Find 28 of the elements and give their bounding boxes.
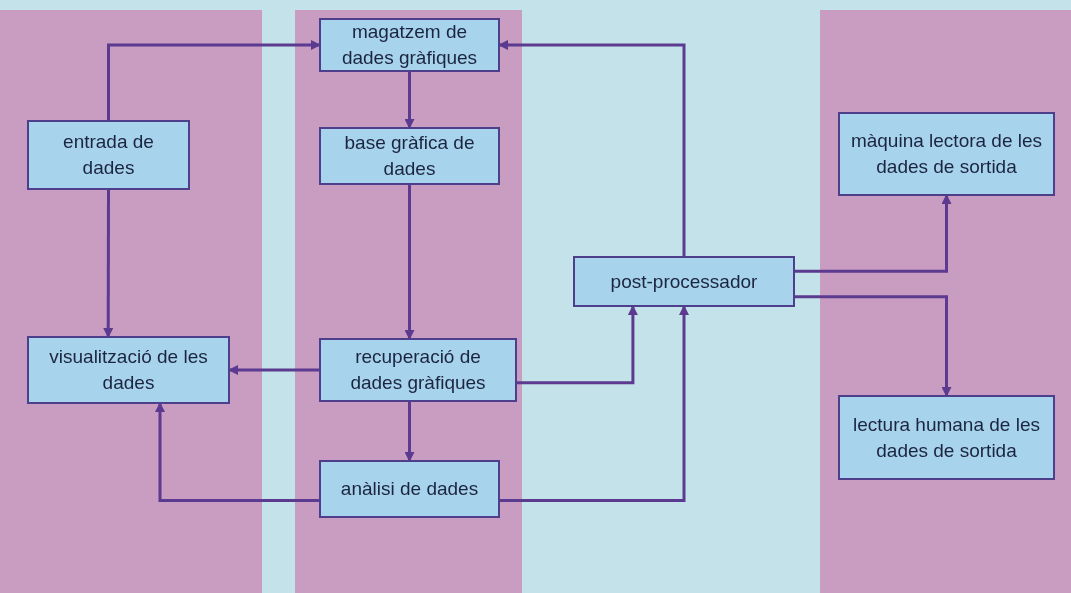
process-box [319,127,500,185]
arrow [500,305,689,503]
arrow [795,194,952,273]
process-box [27,336,230,404]
arrow [517,305,638,385]
process-box [319,460,500,518]
arrow [404,185,415,340]
box-label: màquina lectora de les dades de sortida [849,129,1044,179]
box-label: post-processador [610,269,758,294]
process-box [319,338,517,402]
process-box [838,112,1055,196]
process-box [573,256,795,307]
box-label: recuperació de dades gràfiques [349,345,487,395]
arrow [155,402,319,503]
arrow [404,72,415,129]
arrow [795,295,952,397]
box-label: magatzem de dades gràfiques [340,20,479,70]
process-box [27,120,190,190]
process-box [319,18,500,72]
box-label: lectura humana de les dades de sortida [852,412,1041,463]
process-box [838,395,1055,480]
box-label: anàlisi de dades [340,477,479,502]
box-label: entrada de dades [62,130,155,180]
arrow [404,402,415,462]
box-label: visualització de les dades [48,345,209,395]
arrow [107,40,321,120]
box-label: base gràfica de dades [343,131,476,181]
arrow [103,190,114,338]
